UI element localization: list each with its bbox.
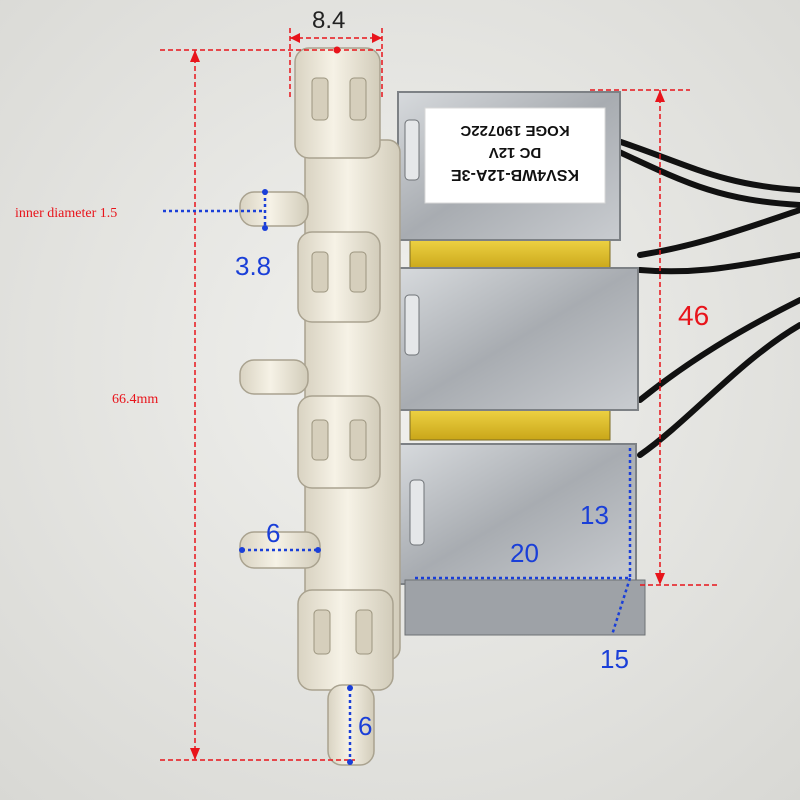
side-nozzle-top bbox=[239, 191, 309, 227]
dim-side-nozzle: 6 bbox=[266, 518, 280, 548]
valve-frame-middle bbox=[397, 267, 639, 411]
label-line-voltage: DC 12V bbox=[489, 144, 542, 161]
dim-coil-depth: 13 bbox=[580, 500, 609, 530]
label-line-model: KSV4WB-12A-3E bbox=[451, 166, 579, 183]
dim-inner-diameter: inner diameter 1.5 bbox=[15, 206, 117, 221]
red-arrows bbox=[190, 33, 665, 760]
valve-label bbox=[424, 107, 606, 204]
dim-coil-width: 20 bbox=[510, 538, 539, 568]
blue-dots bbox=[239, 189, 353, 765]
dim-bottom-nozzle: 6 bbox=[358, 711, 372, 741]
side-nozzle-middle bbox=[239, 359, 309, 395]
dim-coil-thickness: 15 bbox=[600, 644, 629, 674]
dim-top-width: 8.4 bbox=[312, 7, 345, 34]
dim-nozzle-outer: 3.8 bbox=[235, 251, 271, 281]
dim-overall-height: 66.4mm bbox=[112, 392, 158, 407]
port-windows bbox=[311, 77, 373, 655]
dim-valve-height: 46 bbox=[678, 300, 709, 331]
blue-dimensions bbox=[163, 192, 632, 762]
top-port bbox=[294, 47, 381, 159]
red-dimensions bbox=[160, 28, 720, 761]
valve-frame-bottom bbox=[397, 443, 637, 585]
label-line-batch: KOGE 190722C bbox=[460, 122, 569, 139]
